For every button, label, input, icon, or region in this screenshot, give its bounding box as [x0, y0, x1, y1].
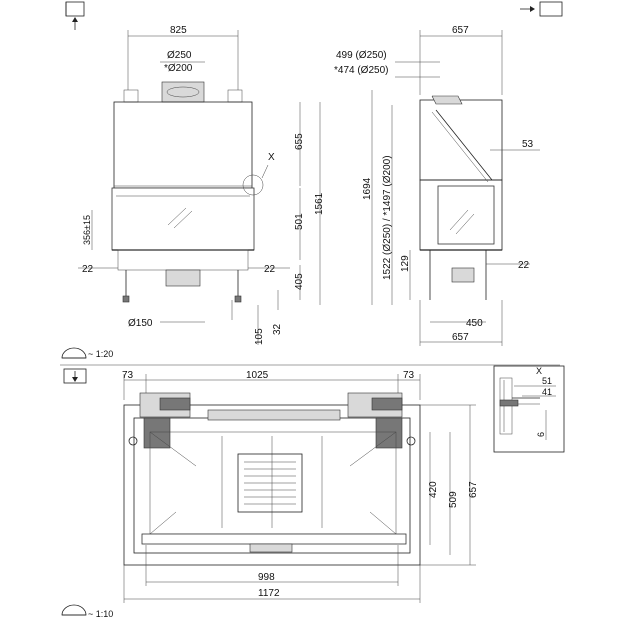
plan-outer-frame — [123, 404, 421, 566]
dim-side-129: 129 — [400, 255, 411, 272]
dim-air-inlet: Ø150 — [128, 318, 153, 329]
dim-front-356: 356±15 — [82, 215, 92, 245]
view-from-side-icon — [520, 1, 563, 17]
dim-plan-657: 657 — [468, 481, 479, 498]
dim-side-flue-250: 499 (Ø250) — [336, 50, 387, 61]
dim-front-32: 32 — [272, 323, 283, 335]
scale-icon: ~ 1:20 — [61, 347, 113, 359]
dim-side-depth-bottom: 657 — [452, 332, 469, 343]
svg-text:X: X — [268, 152, 275, 163]
view-from-top-icon — [63, 368, 87, 384]
scale-bottom-icon: ~ 1:10 — [61, 604, 113, 619]
dim-side-53: 53 — [522, 139, 534, 150]
dim-front-1561: 1561 — [314, 192, 325, 215]
dim-side-450: 450 — [466, 318, 483, 329]
front-body-upper — [113, 101, 253, 189]
dim-front-655: 655 — [294, 133, 305, 150]
dim-front-width: 825 — [170, 25, 187, 36]
dim-detail-41: 41 — [542, 387, 552, 397]
dim-side-22: 22 — [518, 260, 530, 271]
detail-x-marker: X — [242, 152, 275, 196]
front-view: 825 Ø250 *Ø200 X 655 501 — [78, 25, 325, 345]
dim-plan-73-left: 73 — [122, 370, 134, 381]
dim-plan-1025: 1025 — [246, 370, 269, 381]
dim-detail-51: 51 — [542, 376, 552, 386]
dim-flue-250: Ø250 — [167, 50, 192, 61]
plan-view: 73 1025 73 — [122, 370, 479, 603]
dim-plan-73-right: 73 — [403, 370, 415, 381]
front-glass — [111, 187, 255, 251]
dim-front-22-right: 22 — [264, 264, 276, 275]
dim-side-flue-200: *474 (Ø250) — [334, 65, 388, 76]
scale-bottom-label: ~ 1:10 — [88, 609, 113, 619]
dim-front-22-left: 22 — [82, 264, 94, 275]
plan-grate — [237, 453, 303, 513]
dim-front-501: 501 — [294, 213, 305, 230]
side-view: 657 499 (Ø250) *474 (Ø250) 53 1694 1522 … — [334, 25, 540, 346]
dim-detail-6: 6 — [536, 432, 546, 437]
scale-top-label: ~ 1:20 — [88, 349, 113, 359]
dim-side-depth-top: 657 — [452, 25, 469, 36]
front-air-box — [165, 269, 201, 287]
flue-collar — [161, 81, 205, 103]
detail-x-label: X — [536, 366, 542, 376]
dim-front-105: 105 — [254, 328, 265, 345]
dim-plan-509: 509 — [448, 491, 459, 508]
dim-front-405: 405 — [294, 273, 305, 290]
dim-flue-200: *Ø200 — [164, 63, 193, 74]
view-from-front-icon — [65, 1, 85, 30]
dim-side-1522: 1522 (Ø250) / *1497 (Ø200) — [382, 155, 393, 280]
dim-plan-998: 998 — [258, 572, 275, 583]
detail-x-view: X 51 41 6 — [493, 365, 565, 453]
dim-plan-420: 420 — [428, 481, 439, 498]
dim-side-1694: 1694 — [362, 177, 373, 200]
dim-plan-1172: 1172 — [258, 588, 280, 599]
